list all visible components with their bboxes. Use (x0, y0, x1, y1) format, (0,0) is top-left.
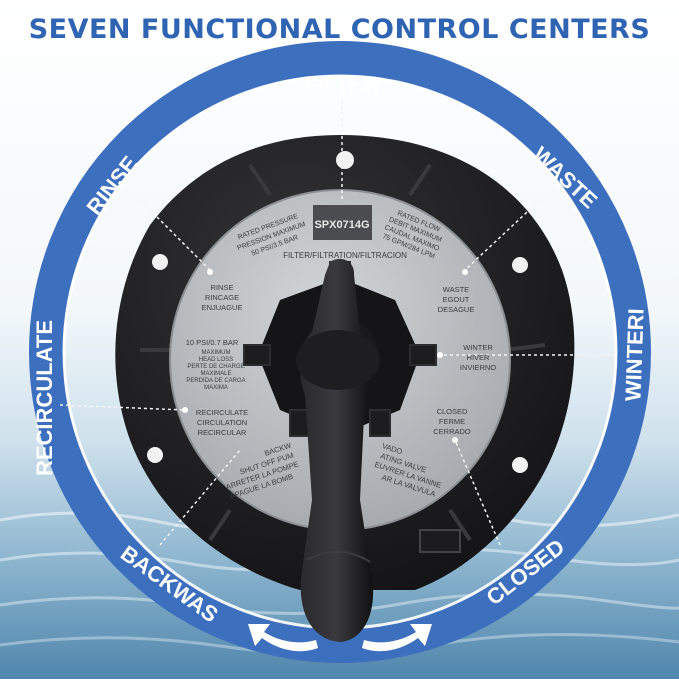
plate-head-loss-4: PERTE DE CHARGE (187, 364, 244, 370)
plate-recirculate-2: CIRCULATION (197, 418, 247, 427)
plate-closed-2: FERME (439, 417, 465, 426)
plate-head-loss-3: HEAD LOSS (199, 357, 233, 363)
function-ring (29, 41, 651, 663)
ring-label-winter: WINTERI (620, 308, 648, 402)
page-headline: SEVEN FUNCTIONAL CONTROL CENTERS (28, 14, 651, 45)
plate-winter-1: WINTER (463, 343, 493, 352)
plate-winter-2: HIVER (467, 353, 491, 362)
plate-head-loss-5: MAXIMALE (200, 371, 231, 377)
rotation-arrows (248, 624, 432, 652)
plate-waste-2: EGOUT (443, 295, 470, 304)
ring-label-recirculate: RECIRCULATE (32, 320, 57, 476)
plate-filter: FILTER/FILTRATION/FILTRACION (283, 251, 407, 260)
plate-waste-1: WASTE (443, 285, 469, 294)
ring-label-filter: FILTER (304, 72, 379, 97)
plate-closed-1: CLOSED (437, 407, 468, 416)
plate-head-loss-1: 10 PSI/0.7 BAR (186, 338, 239, 347)
plate-model: SPX0714G (314, 219, 369, 231)
plate-rinse-2: RINCAGE (205, 293, 239, 302)
plate-waste-3: DESAGUE (438, 305, 475, 314)
plate-head-loss-7: MAXIMA (204, 385, 228, 391)
plate-rinse-1: RINSE (211, 283, 234, 292)
plate-head-loss-2: MAXIMUM (202, 350, 231, 356)
plate-closed-3: CERRADO (433, 427, 471, 436)
plate-winter-3: INVIERNO (460, 363, 496, 372)
plate-recirculate-3: RECIRCULAR (198, 428, 247, 437)
plate-recirculate-1: RECIRCULATE (196, 408, 248, 417)
plate-rinse-3: ENJUAGUE (202, 303, 243, 312)
plate-head-loss-6: PERDIDA DE CARGA (186, 378, 245, 384)
